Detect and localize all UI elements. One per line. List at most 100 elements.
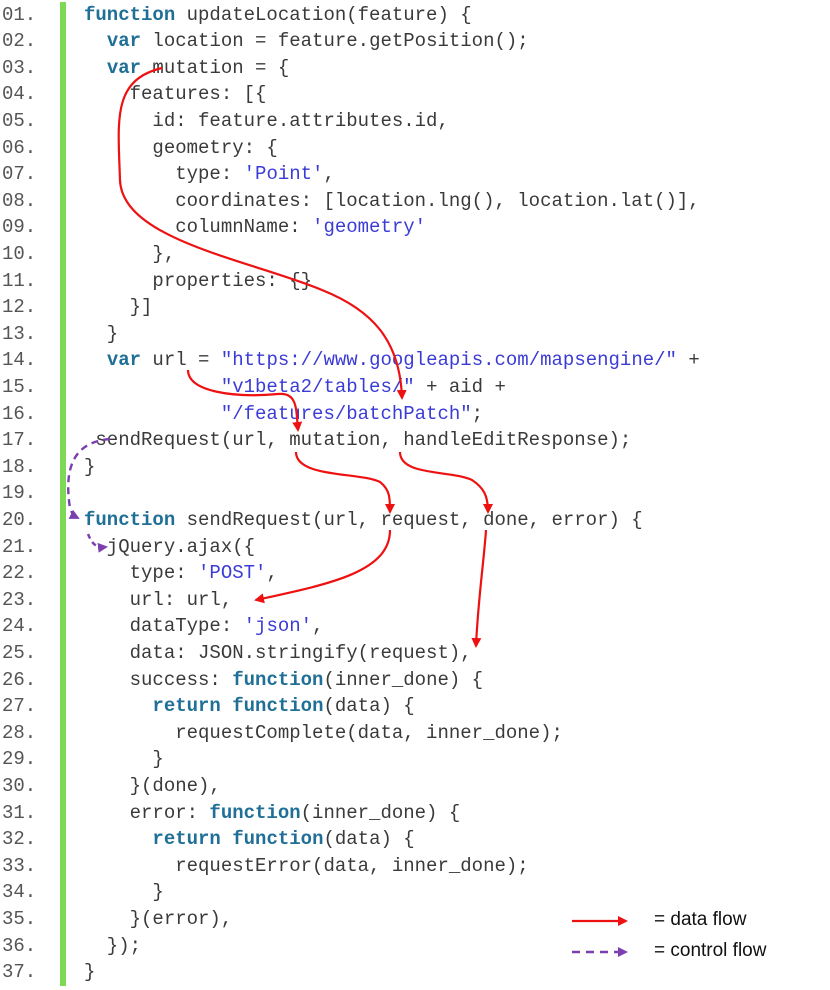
code-string: "v1beta2/tables/" xyxy=(220,375,415,398)
code-line: 29. } xyxy=(0,746,830,773)
gutter-bar xyxy=(60,2,66,986)
line-code: dataType: 'json', xyxy=(84,613,324,640)
code-keyword: function xyxy=(84,508,176,531)
line-number: 04. xyxy=(2,83,37,106)
line-number: 37. xyxy=(2,961,37,984)
code-text xyxy=(84,403,221,425)
code-text: } xyxy=(84,322,119,345)
code-keyword: return xyxy=(152,695,221,718)
code-text: }(done), xyxy=(84,774,221,797)
code-text: requestComplete(data, inner_done); xyxy=(84,721,563,744)
line-code: var location = feature.getPosition(); xyxy=(84,28,529,55)
code-text xyxy=(221,828,232,850)
code-text: + xyxy=(676,349,700,372)
line-code: jQuery.ajax({ xyxy=(84,534,255,561)
code-text: (data) { xyxy=(323,828,415,851)
code-line: 36. }); xyxy=(0,933,830,960)
code-text: (inner_done) { xyxy=(300,801,461,824)
code-string: "https://www.googleapis.com/mapsengine/" xyxy=(220,349,677,372)
line-code: var mutation = { xyxy=(84,55,289,82)
code-line: 28. requestComplete(data, inner_done); xyxy=(0,720,830,747)
line-code: }); xyxy=(84,933,141,960)
line-number: 28. xyxy=(2,721,37,744)
line-number: 06. xyxy=(2,136,37,159)
line-code: }, xyxy=(84,241,175,268)
code-text xyxy=(84,57,107,79)
line-number: 21. xyxy=(2,535,37,558)
line-code: properties: {} xyxy=(84,268,312,295)
code-keyword: function xyxy=(232,695,324,718)
code-text: }); xyxy=(84,934,142,957)
code-string: 'geometry' xyxy=(312,216,427,239)
line-number: 29. xyxy=(2,748,37,771)
code-line: 25. data: JSON.stringify(request), xyxy=(0,640,830,667)
code-text: coordinates: [location.lng(), location.l… xyxy=(84,189,700,212)
line-number: 35. xyxy=(2,907,37,930)
line-number: 02. xyxy=(2,30,37,53)
code-text: url = xyxy=(141,349,221,372)
code-line: 12. }] xyxy=(0,294,830,321)
code-text: dataType: xyxy=(84,615,244,638)
code-line: 31. error: function(inner_done) { xyxy=(0,800,830,827)
code-text: } xyxy=(84,748,164,771)
code-text: location = feature.getPosition(); xyxy=(141,30,529,53)
code-line: 09. columnName: 'geometry' xyxy=(0,214,830,241)
code-keyword: var xyxy=(106,30,142,53)
code-text xyxy=(84,376,221,398)
line-code: }(done), xyxy=(84,773,221,800)
code-text: } xyxy=(84,961,96,984)
code-line: 13. } xyxy=(0,321,830,348)
code-text: } xyxy=(84,881,164,904)
line-code: data: JSON.stringify(request), xyxy=(84,640,472,667)
line-code: coordinates: [location.lng(), location.l… xyxy=(84,188,700,215)
code-line: 35. }(error), xyxy=(0,906,830,933)
line-number: 15. xyxy=(2,375,37,398)
line-number: 23. xyxy=(2,588,37,611)
code-text: type: xyxy=(84,562,199,585)
line-number: 32. xyxy=(2,828,37,851)
line-code: id: feature.attributes.id, xyxy=(84,108,448,135)
line-number: 24. xyxy=(2,615,37,638)
code-keyword: function xyxy=(209,801,301,824)
line-number: 30. xyxy=(2,774,37,797)
line-number: 09. xyxy=(2,216,37,239)
line-code: features: [{ xyxy=(84,81,267,108)
code-line: 17. sendRequest(url, mutation, handleEdi… xyxy=(0,427,830,454)
line-number: 36. xyxy=(2,934,37,957)
line-code: } xyxy=(84,321,118,348)
code-text: url: url, xyxy=(84,588,233,611)
line-number: 31. xyxy=(2,801,37,824)
line-code: function sendRequest(url, request, done,… xyxy=(84,507,643,534)
code-line: 06. geometry: { xyxy=(0,135,830,162)
code-text: }] xyxy=(84,296,153,319)
code-keyword: var xyxy=(106,56,142,79)
code-text: properties: {} xyxy=(84,269,313,292)
code-text: error: xyxy=(84,801,210,824)
line-number: 18. xyxy=(2,455,37,478)
line-code: "v1beta2/tables/" + aid + xyxy=(84,374,506,401)
line-code: return function(data) { xyxy=(84,826,415,853)
line-code: function updateLocation(feature) { xyxy=(84,2,472,29)
code-text: } xyxy=(84,455,96,478)
line-code: type: 'Point', xyxy=(84,161,335,188)
code-text: (data) { xyxy=(323,695,415,718)
code-line: 32. return function(data) { xyxy=(0,826,830,853)
legend-control-flow-label: = control flow xyxy=(654,940,767,961)
code-text: data: JSON.stringify(request), xyxy=(84,641,472,664)
code-line: 04. features: [{ xyxy=(0,81,830,108)
code-string: 'json' xyxy=(243,615,313,638)
code-text: type: xyxy=(84,163,244,186)
code-text xyxy=(84,695,152,717)
code-line: 34. } xyxy=(0,879,830,906)
code-keyword: function xyxy=(232,828,324,851)
line-number: 10. xyxy=(2,242,37,265)
line-code: geometry: { xyxy=(84,135,277,162)
code-line: 03. var mutation = { xyxy=(0,55,830,82)
code-text xyxy=(221,695,232,717)
code-line: 19. xyxy=(0,480,830,507)
code-text: jQuery.ajax({ xyxy=(84,535,256,558)
code-line: 08. coordinates: [location.lng(), locati… xyxy=(0,188,830,215)
code-text xyxy=(84,828,152,850)
code-line: 26. success: function(inner_done) { xyxy=(0,667,830,694)
